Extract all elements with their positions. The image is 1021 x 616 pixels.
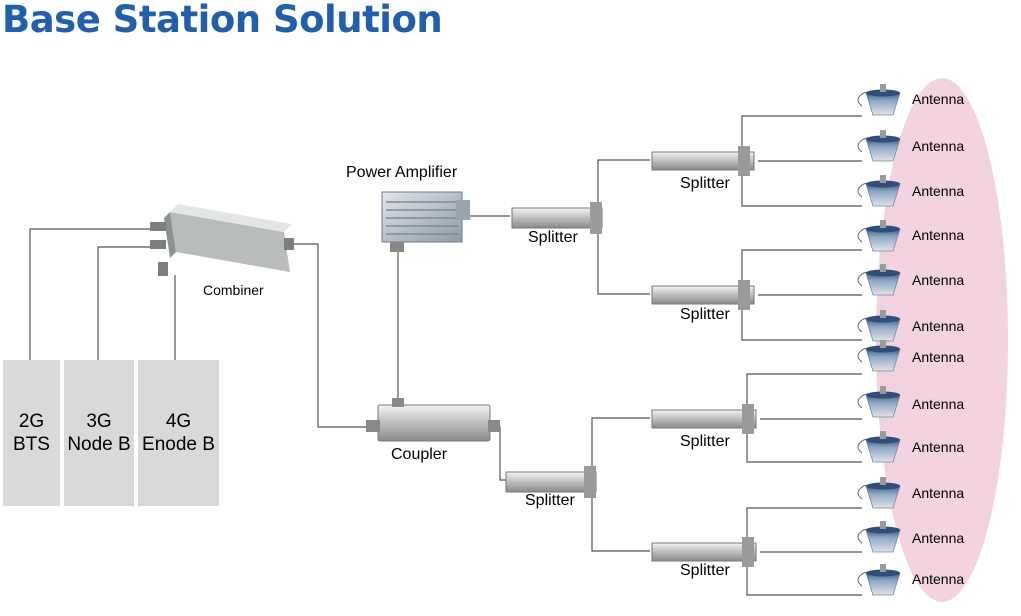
source-4g-line2: Enode B — [142, 434, 215, 455]
antenna-icon — [857, 431, 901, 463]
source-3g-line1: 3G — [86, 411, 112, 432]
splitter-devices — [505, 146, 757, 567]
splitter-label-1: Splitter — [528, 229, 578, 246]
antenna-label: Antenna — [912, 396, 965, 412]
power-amplifier-device — [381, 191, 470, 252]
splitter-d — [651, 537, 757, 567]
antenna-icons — [857, 84, 901, 596]
antenna-label: Antenna — [912, 485, 965, 501]
antenna-label: Antenna — [912, 91, 965, 107]
antenna-label: Antenna — [912, 530, 965, 546]
splitter-label-d: Splitter — [680, 562, 730, 579]
splitter-label-b: Splitter — [680, 306, 730, 323]
combiner-device — [150, 204, 294, 276]
antenna-icon — [857, 264, 901, 296]
antenna-label: Antenna — [912, 138, 965, 154]
antenna-icon — [857, 84, 901, 116]
antenna-label: Antenna — [912, 439, 965, 455]
source-4g-line1: 4G — [165, 411, 192, 432]
antenna-label: Antenna — [912, 227, 965, 243]
antenna-icon — [857, 521, 901, 553]
antenna-zone — [876, 78, 1008, 602]
antenna-icon — [857, 386, 901, 418]
cables — [29, 115, 862, 596]
coupler-label: Coupler — [391, 446, 448, 463]
source-3g-line2: Node B — [67, 434, 131, 455]
splitter-label-c: Splitter — [680, 433, 730, 450]
power-amplifier-label: Power Amplifier — [346, 164, 458, 181]
antenna-label: Antenna — [912, 183, 965, 199]
splitter-1 — [511, 202, 603, 234]
antenna-icon — [857, 130, 901, 162]
antenna-icon — [857, 477, 901, 509]
antenna-icon — [857, 175, 901, 207]
antenna-label: Antenna — [912, 349, 965, 365]
source-2g-line2: BTS — [13, 434, 50, 455]
splitter-label-a: Splitter — [680, 175, 730, 192]
splitter-c — [651, 404, 757, 434]
splitter-label-lower: Splitter — [525, 492, 575, 509]
page-title: Base Station Solution — [2, 0, 443, 41]
antenna-label: Antenna — [912, 571, 965, 587]
antenna-icon — [857, 310, 901, 342]
antenna-icon — [857, 220, 901, 252]
splitter-lower — [505, 466, 597, 498]
antenna-icon — [857, 564, 901, 596]
source-2g-line1: 2G — [18, 411, 45, 432]
splitter-b — [651, 280, 755, 310]
antenna-label: Antenna — [912, 272, 965, 288]
antenna-label: Antenna — [912, 318, 965, 334]
combiner-label: Combiner — [203, 282, 264, 298]
coupler-device — [366, 398, 500, 442]
antenna-icon — [857, 340, 901, 372]
splitter-a — [651, 146, 755, 176]
